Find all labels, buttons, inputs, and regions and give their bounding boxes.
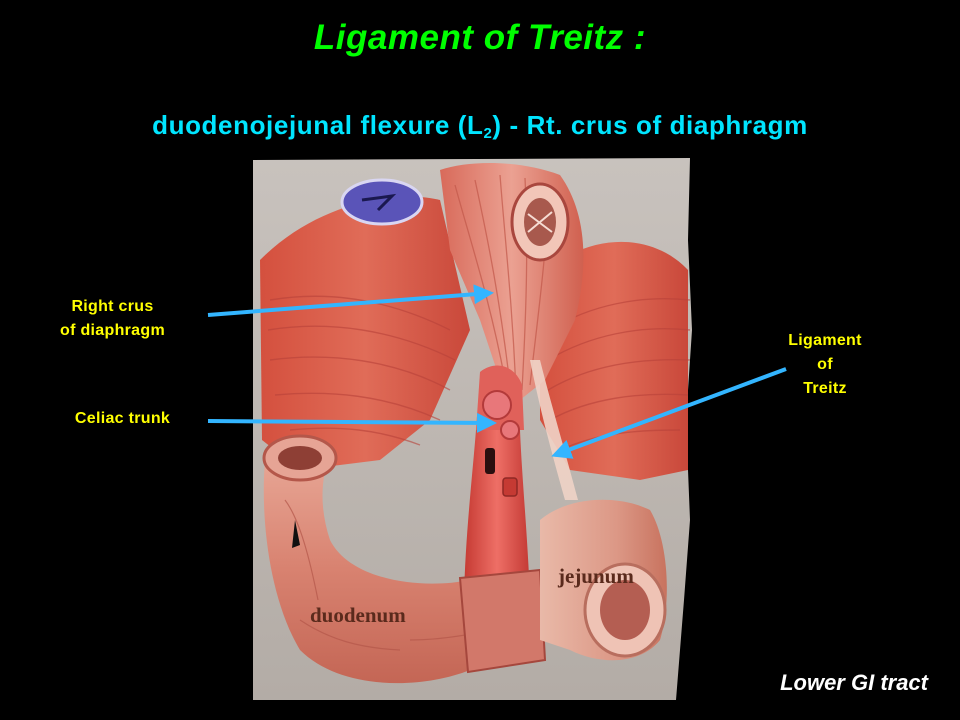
duodenum-shape — [262, 434, 520, 684]
right-crus-label-line-1: Right crus — [71, 298, 154, 315]
treitz-label-line-1: Ligament — [788, 332, 862, 349]
flexure-band — [458, 568, 547, 674]
celiac-trunk-arrow — [207, 412, 497, 433]
esophageal-hiatus — [510, 182, 570, 262]
jejunum-label: jejunum — [557, 564, 634, 588]
celiac-trunk-label-text: Celiac trunk — [74, 410, 171, 427]
slide-subtitle: duodenojejunal flexure (L2) - Rt. crus o… — [0, 110, 960, 142]
treitz-label-line-2: of — [817, 356, 833, 373]
subtitle-subscript: 2 — [483, 125, 493, 142]
vena-cava — [340, 178, 424, 226]
right-crus-label: Right crus of diaphragm — [20, 295, 205, 343]
treitz-arrow — [551, 367, 787, 459]
right-crus-label-line-2: of diaphragm — [60, 322, 165, 339]
ligament-of-treitz-label: Ligament of Treitz — [760, 329, 890, 401]
celiac-trunk-label: Celiac trunk — [40, 407, 205, 431]
aorta — [464, 365, 530, 600]
subtitle-text-end: ) - Rt. crus of diaphragm — [492, 110, 808, 140]
duodenum-label: duodenum — [310, 603, 406, 627]
ligament-band — [530, 360, 578, 500]
footer-section-title: Lower GI tract — [780, 670, 928, 695]
subtitle-text-start: duodenojejunal flexure (L — [152, 110, 484, 140]
right-crus-arrow — [207, 284, 494, 317]
slide-title: Ligament of Treitz : — [313, 18, 647, 57]
treitz-label-line-3: Treitz — [803, 380, 847, 397]
jejunum-shape — [540, 499, 667, 661]
